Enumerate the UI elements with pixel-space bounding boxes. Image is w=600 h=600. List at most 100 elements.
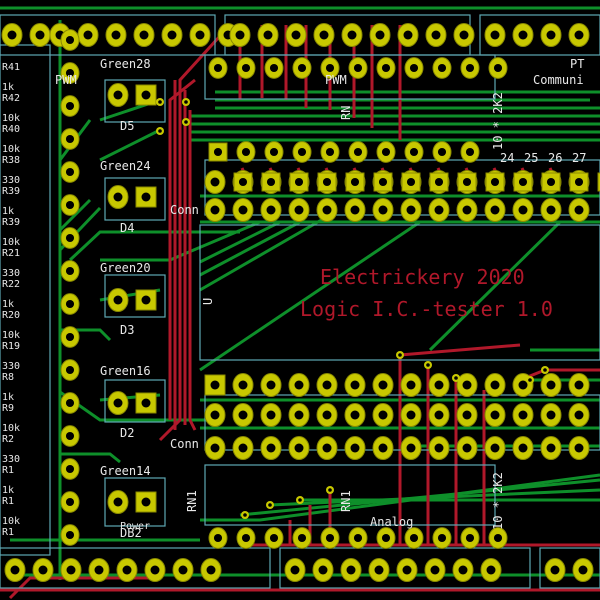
- header-pad: [396, 558, 418, 582]
- header-pad: [425, 23, 447, 47]
- led-pad: [107, 490, 129, 514]
- resistor-pad: [60, 95, 80, 117]
- resistor-pad: [60, 392, 80, 414]
- resistor-pad: [60, 458, 80, 480]
- rn-pad: [292, 527, 312, 549]
- header-pad: [480, 558, 502, 582]
- conn-pad: [204, 170, 226, 194]
- header-pad: [568, 23, 590, 47]
- header-pad: [572, 558, 594, 582]
- conn-pad-square: [485, 172, 505, 192]
- resistor-labels: R41R421kR4010kR3810kR39330R391kR2110kR22…: [2, 62, 20, 538]
- conn-pad-square: [289, 172, 309, 192]
- rn-pad: [404, 57, 424, 79]
- header-pad: [172, 558, 194, 582]
- conn-pad: [232, 198, 254, 222]
- conn-pad: [540, 373, 562, 397]
- conn-pad: [456, 198, 478, 222]
- resistor-ref-label: R42: [2, 93, 20, 104]
- rn-pad: [376, 57, 396, 79]
- resistor-ref-label: R1: [2, 527, 14, 538]
- conn-pad: [204, 436, 226, 460]
- conn-pad-square: [429, 172, 449, 192]
- header-pad: [77, 23, 99, 47]
- rn-pad: [236, 527, 256, 549]
- header-pad: [105, 23, 127, 47]
- conn-pad-square: [345, 172, 365, 192]
- led-value-label: Green14: [100, 464, 151, 478]
- conn-pad: [512, 436, 534, 460]
- rn-pad: [432, 527, 452, 549]
- conn-pad: [428, 198, 450, 222]
- conn-pad: [232, 403, 254, 427]
- resistor-pad: [60, 260, 80, 282]
- rn-pad: [208, 57, 228, 79]
- conn-pad: [428, 403, 450, 427]
- header-pad: [133, 23, 155, 47]
- ic-socket-outline: [199, 224, 600, 361]
- resistor-pad: [60, 161, 80, 183]
- led-pad-square: [135, 289, 157, 311]
- resistor-value-label: 10k: [2, 330, 20, 341]
- back-copper-traces: [0, 6, 600, 580]
- conn-pad-square: [233, 172, 253, 192]
- conn-pad: [400, 403, 422, 427]
- resistor-ref-label: R8: [2, 372, 14, 383]
- conn-pad: [288, 198, 310, 222]
- rn-pad: [376, 141, 396, 163]
- conn-pad-square: [569, 172, 589, 192]
- conn-pad: [260, 436, 282, 460]
- resistor-pad: [60, 491, 80, 513]
- header-pad: [285, 23, 307, 47]
- rn-pad: [292, 141, 312, 163]
- conn-pad: [372, 373, 394, 397]
- led-ref-label: D5: [120, 119, 134, 133]
- led-pad: [107, 288, 129, 312]
- rn-pad: [264, 527, 284, 549]
- resistor-value-label: 1k: [2, 299, 14, 310]
- resistor-value-label: 1k: [2, 392, 14, 403]
- header-pad: [453, 23, 475, 47]
- pin-number-label: 25: [524, 151, 538, 165]
- resistor-value-label: 330: [2, 361, 20, 372]
- header-pad: [424, 558, 446, 582]
- resistor-ref-label: R19: [2, 341, 20, 352]
- rn-pad: [208, 527, 228, 549]
- led-pad: [107, 391, 129, 415]
- resistor-pad: [60, 524, 80, 546]
- led-pad: [107, 83, 129, 107]
- rn-pad: [348, 141, 368, 163]
- conn-pad: [344, 198, 366, 222]
- conn-top-label: Conn: [170, 203, 199, 217]
- header-pad: [1, 23, 23, 47]
- resistor-value-label: 10k: [2, 144, 20, 155]
- resistor-ref-label: R40: [2, 124, 20, 135]
- header-pad: [368, 558, 390, 582]
- resistor-ref-label: R2: [2, 434, 14, 445]
- conn-pad: [512, 403, 534, 427]
- conn-pad: [372, 436, 394, 460]
- led-pad: [107, 185, 129, 209]
- resistor-ref-label: R1: [2, 465, 14, 476]
- conn-pad-square: [373, 172, 393, 192]
- conn-pad: [400, 373, 422, 397]
- conn-pad: [288, 436, 310, 460]
- led-value-label: Green24: [100, 159, 151, 173]
- header-pad: [397, 23, 419, 47]
- rn-top-value: 10 * 2K2: [491, 92, 505, 150]
- pin-number-label: 26: [548, 151, 562, 165]
- resistor-ref-label: R39: [2, 186, 20, 197]
- conn-pad: [316, 198, 338, 222]
- rn-pad: [460, 57, 480, 79]
- resistor-value-label: 10k: [2, 113, 20, 124]
- resistor-value-label: 10k: [2, 423, 20, 434]
- rn-pad: [320, 57, 340, 79]
- resistor-ref-label: R9: [2, 403, 14, 414]
- conn-pad: [372, 198, 394, 222]
- conn-pad: [232, 373, 254, 397]
- conn-pad: [204, 198, 226, 222]
- resistor-pad: [60, 293, 80, 315]
- conn-pad: [344, 373, 366, 397]
